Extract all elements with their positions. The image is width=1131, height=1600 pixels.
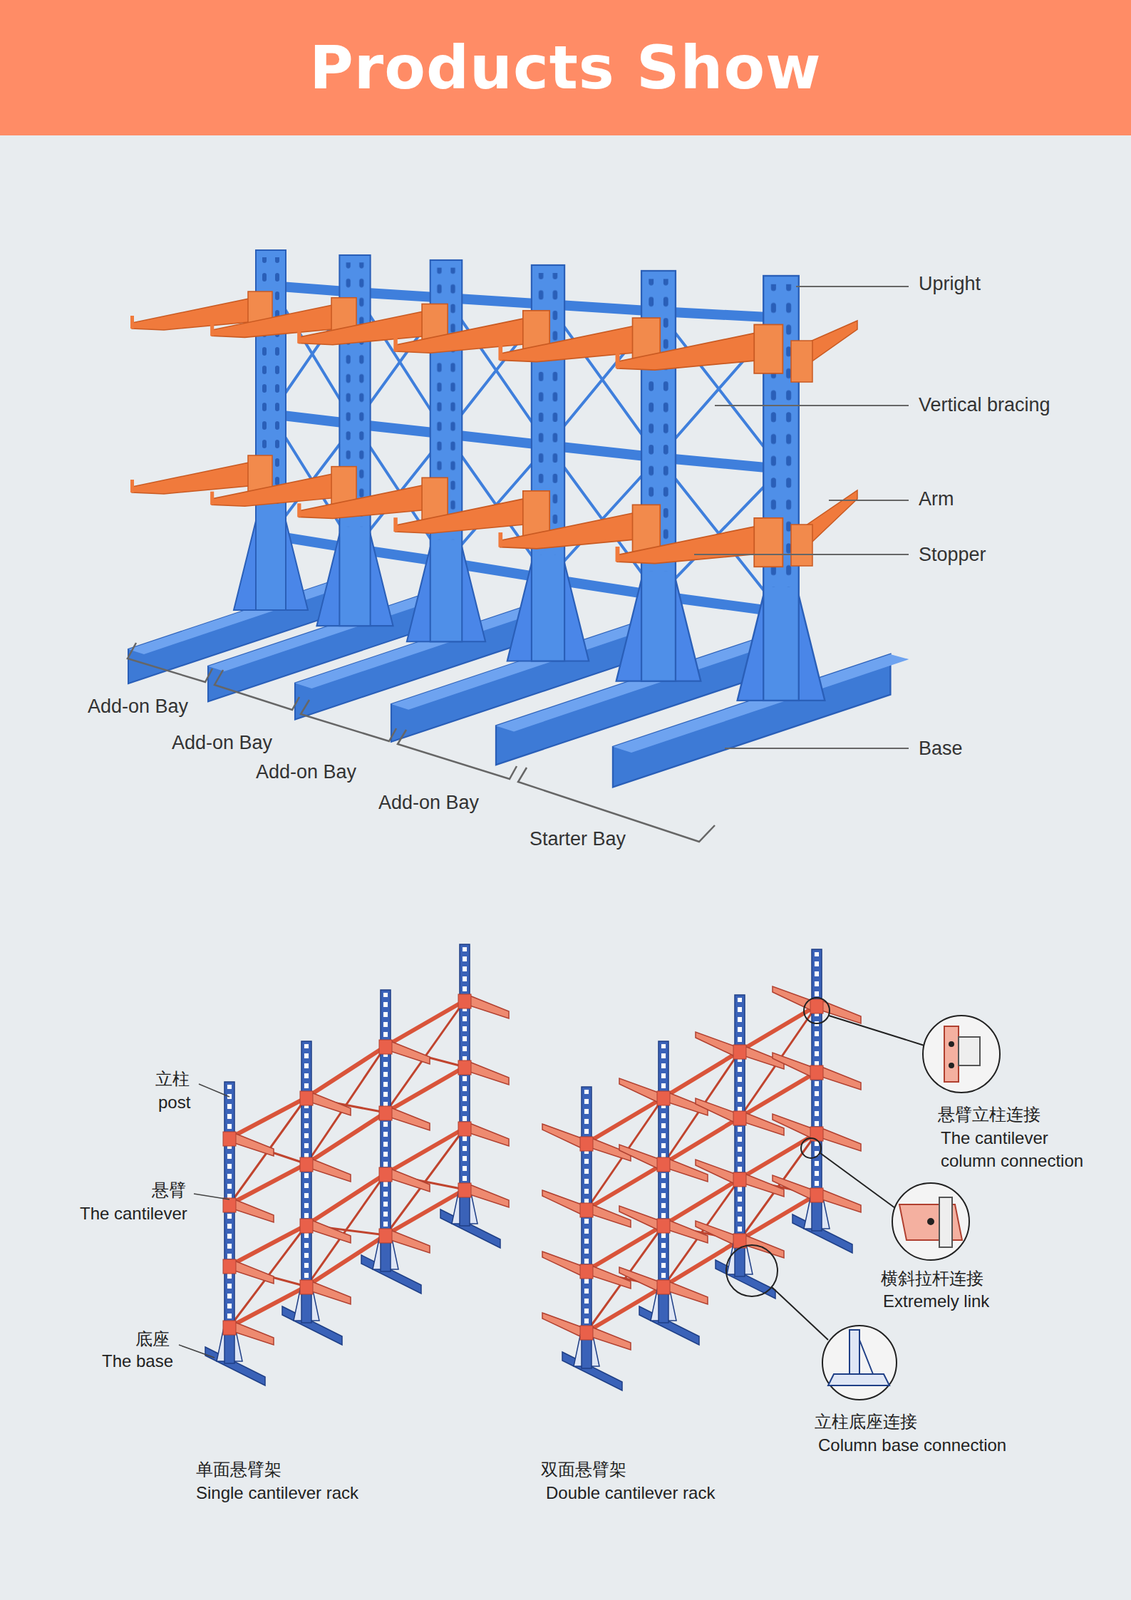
bay-brackets xyxy=(127,642,715,842)
callout-label: 立柱底座连接 xyxy=(814,1410,918,1434)
callout-label: The cantilever xyxy=(79,1202,188,1226)
part-label: Vertical bracing xyxy=(918,391,1051,418)
callout-label: 单面悬臂架 xyxy=(195,1458,282,1481)
callout-label: Extremely link xyxy=(882,1289,990,1313)
part-label: Stopper xyxy=(918,541,987,568)
part-label: Upright xyxy=(918,270,981,297)
detail-callouts xyxy=(726,997,1000,1400)
part-label: Add-on Bay xyxy=(255,758,357,785)
part-label: Add-on Bay xyxy=(378,789,479,816)
page-title: Products Show xyxy=(0,0,1131,136)
callout-label: 立柱 xyxy=(155,1067,190,1091)
callout-label: 横斜拉杆连接 xyxy=(880,1267,984,1290)
part-label: Add-on Bay xyxy=(171,729,273,756)
callout-label: Column base connection xyxy=(818,1433,1007,1457)
part-label: Arm xyxy=(918,486,955,512)
part-label: Add-on Bay xyxy=(87,693,189,720)
callout-label: The cantilever column connection xyxy=(940,1126,1102,1174)
leader-lines xyxy=(694,286,909,749)
uprights xyxy=(128,250,909,787)
double-rack-posts xyxy=(542,949,861,1391)
part-label: Starter Bay xyxy=(529,825,626,852)
part-label: Base xyxy=(918,735,963,762)
callout-label: 底座 xyxy=(135,1327,170,1351)
callout-label: 双面悬臂架 xyxy=(540,1458,627,1481)
single-rack-posts xyxy=(205,944,509,1386)
callout-label: The base xyxy=(101,1349,174,1373)
callout-label: Double cantilever rack xyxy=(545,1481,715,1505)
rear-arms xyxy=(791,320,858,566)
callout-label: 悬臂 xyxy=(151,1178,187,1202)
callout-label: Single cantilever rack xyxy=(195,1481,359,1505)
callout-label: 悬臂立柱连接 xyxy=(937,1103,1041,1127)
callout-label: post xyxy=(158,1091,191,1114)
